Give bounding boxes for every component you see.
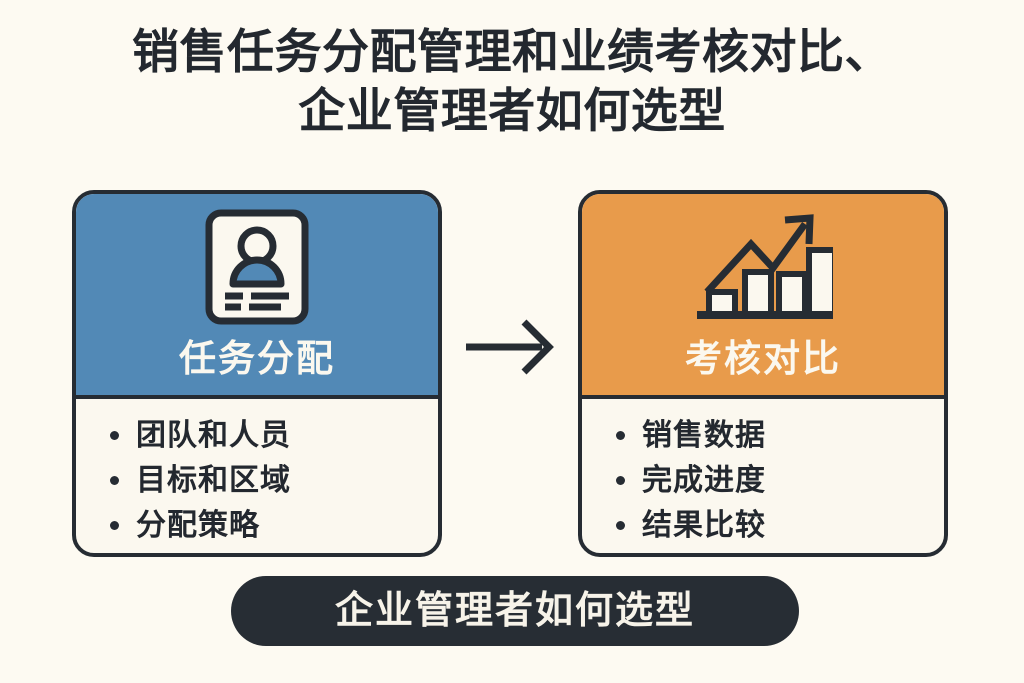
list-item-label: 结果比较 [642,508,766,542]
bullet-dot-icon [616,431,625,440]
list-item-label: 目标和区域 [136,463,291,497]
card-task-assignment[interactable]: 任务分配 团队和人员 目标和区域 分配策略 [72,190,442,557]
card-performance-comparison-header: 考核对比 [582,194,944,399]
list-item-label: 完成进度 [642,463,766,497]
list-item: 销售数据 [616,413,944,458]
footer-banner-label: 企业管理者如何选型 [334,590,695,632]
bullet-dot-icon [110,476,119,485]
list-item: 团队和人员 [110,413,438,458]
page-title-line-1: 销售任务分配管理和业绩考核对比、 [132,25,892,78]
card-performance-comparison[interactable]: 考核对比 销售数据 完成进度 结果比较 [578,190,948,557]
bullet-dot-icon [110,431,119,440]
list-item-label: 团队和人员 [136,418,291,452]
arrow-right-icon [462,312,558,382]
id-card-person-icon [203,208,311,326]
card-performance-comparison-body: 销售数据 完成进度 结果比较 [582,399,944,553]
page-title: 销售任务分配管理和业绩考核对比、 企业管理者如何选型 [0,22,1024,140]
card-task-assignment-title: 任务分配 [179,338,335,379]
bullet-dot-icon [616,476,625,485]
bar-chart-growth-arrow-icon [693,208,833,326]
page-title-line-2: 企业管理者如何选型 [298,84,726,138]
list-item-label: 分配策略 [136,508,260,542]
card-task-assignment-body: 团队和人员 目标和区域 分配策略 [76,399,438,553]
bullet-dot-icon [110,521,119,530]
list-item-label: 销售数据 [642,418,766,452]
card-performance-comparison-title: 考核对比 [685,338,841,379]
card-task-assignment-header: 任务分配 [76,194,438,399]
footer-banner: 企业管理者如何选型 [231,576,799,646]
bullet-dot-icon [616,521,625,530]
list-item: 完成进度 [616,458,944,503]
list-item: 分配策略 [110,503,438,548]
list-item: 目标和区域 [110,458,438,503]
list-item: 结果比较 [616,503,944,548]
